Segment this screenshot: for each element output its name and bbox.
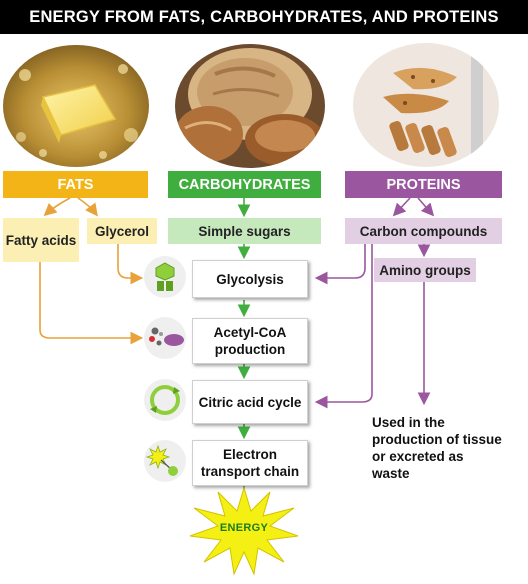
electron-transport-icon — [144, 440, 186, 482]
acetyl-coa-icon — [144, 317, 186, 359]
carbohydrates-label: CARBOHYDRATES — [168, 171, 321, 198]
proteins-label: PROTEINS — [345, 171, 502, 198]
waste-note: Used in the production of tissue or excr… — [372, 415, 502, 481]
fats-label: FATS — [3, 171, 148, 198]
page-title: ENERGY FROM FATS, CARBOHYDRATES, AND PRO… — [0, 0, 528, 34]
simple-sugars-box: Simple sugars — [168, 218, 321, 244]
chicken-photo — [353, 43, 499, 167]
citric-acid-cycle-icon — [144, 379, 186, 421]
citric-acid-cycle-box: Citric acid cycle — [192, 380, 308, 424]
carbon-compounds-box: Carbon compounds — [345, 218, 502, 244]
acetyl-coa-box: Acetyl-CoA production — [192, 318, 308, 364]
glycolysis-box: Glycolysis — [192, 260, 308, 298]
butter-photo — [3, 45, 149, 167]
amino-groups-box: Amino groups — [374, 258, 476, 282]
energy-label: ENERGY — [219, 522, 269, 534]
bread-photo — [175, 44, 325, 168]
glycolysis-icon — [144, 256, 186, 298]
energy-burst: ENERGY — [188, 486, 300, 576]
fatty-acids-box: Fatty acids — [3, 218, 79, 262]
glycerol-box: Glycerol — [87, 218, 157, 244]
electron-transport-chain-box: Electron transport chain — [192, 440, 308, 486]
